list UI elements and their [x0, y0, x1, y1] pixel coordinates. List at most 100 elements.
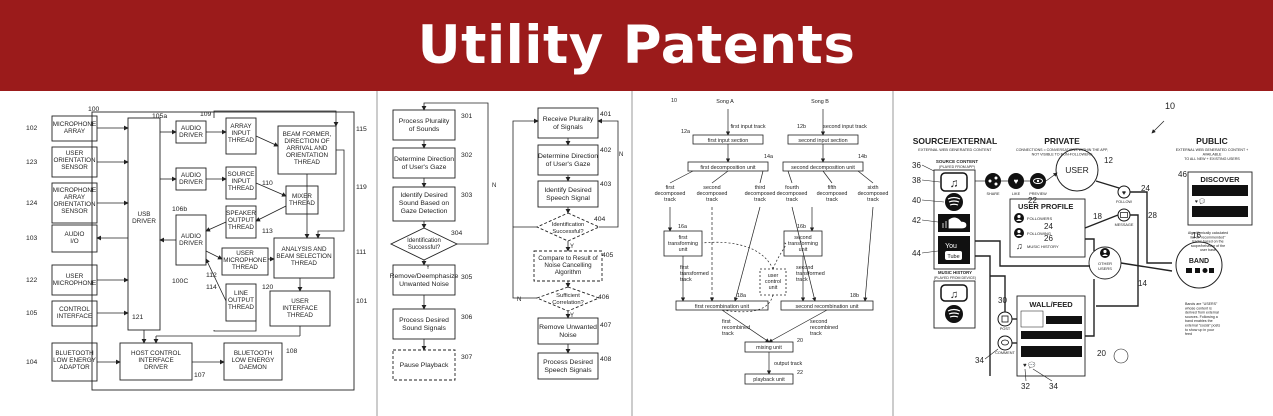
svg-text:10: 10 — [1165, 101, 1175, 111]
header-public: PUBLIC — [1196, 136, 1228, 146]
fourth-decomposed-track: fourthdecomposedtrack — [777, 185, 808, 203]
music-history-label: MUSIC HISTORY — [938, 270, 972, 275]
svg-text:405: 405 — [602, 252, 614, 259]
svg-text:302: 302 — [461, 152, 473, 159]
user-label: USER — [1065, 165, 1089, 175]
svg-text:301: 301 — [461, 113, 473, 120]
step-remove-unwanted: Remove UnwantedNoise — [539, 324, 597, 339]
patent-figures: MICROPHONEARRAY USERORIENTATIONSENSOR MI… — [0, 91, 1273, 416]
svg-text:22: 22 — [1028, 196, 1037, 205]
first-decomposed-track: firstdecomposedtrack — [655, 185, 686, 203]
svg-text:105a: 105a — [152, 113, 167, 120]
svg-text:14b: 14b — [858, 154, 867, 160]
step-receive-plurality: Receive Pluralityof Signals — [543, 116, 594, 131]
svg-text:110: 110 — [262, 180, 273, 187]
svg-text:113: 113 — [262, 228, 273, 235]
panel-track-decomposition: Song A Song B first input track second i… — [655, 98, 889, 384]
header-private: PRIVATE — [1044, 136, 1080, 146]
svg-text:16a: 16a — [678, 224, 687, 230]
panel-gaze-flowcharts: Process Pluralityof Sounds Determine Dir… — [390, 103, 624, 380]
svg-text:401: 401 — [600, 111, 612, 118]
svg-text:12: 12 — [1104, 156, 1113, 165]
box-audio-driver-3: AUDIODRIVER — [179, 233, 203, 247]
svg-text:46: 46 — [1178, 170, 1187, 179]
second-decomposed-track: seconddecomposedtrack — [697, 185, 728, 203]
svg-text:404: 404 — [594, 216, 606, 223]
discover-feed-items: ♥ 💬 — [1192, 185, 1248, 217]
first-recombination-unit: first recombination unit — [695, 304, 750, 310]
svg-text:101: 101 — [356, 298, 368, 305]
message-label: MESSAGE — [1115, 223, 1134, 227]
step-process-plurality: Process Pluralityof Sounds — [399, 118, 450, 133]
message-icon — [1118, 209, 1130, 221]
svg-text:12a: 12a — [681, 129, 690, 135]
svg-text:♥ 💬: ♥ 💬 — [1195, 198, 1206, 205]
svg-text:Y: Y — [570, 313, 574, 319]
box-user-orientation: USERORIENTATIONSENSOR — [53, 150, 96, 171]
svg-text:108: 108 — [286, 348, 298, 355]
box-control-interface: CONTROLINTERFACE — [57, 306, 92, 320]
svg-text:124: 124 — [26, 200, 38, 207]
source-external-subtitle: EXTERNAL WEB GENERATED CONTENT — [918, 148, 992, 152]
second-recombination-unit: second recombination unit — [796, 304, 859, 310]
svg-text:115: 115 — [356, 126, 367, 133]
first-transforming-unit: firsttransformingunit — [668, 235, 698, 253]
svg-text:Y: Y — [570, 244, 574, 250]
svg-text:32: 32 — [1021, 382, 1030, 391]
box-array-input-thread: ARRAYINPUTTHREAD — [228, 123, 254, 144]
share-icon — [985, 173, 1001, 189]
step-determine-direction-2: Determine Directionof User's Gaze — [538, 153, 598, 168]
box-user-microphone: USERMICROPHONE — [53, 273, 96, 287]
svg-text:305: 305 — [461, 274, 473, 281]
panel-audio-block-diagram: MICROPHONEARRAY USERORIENTATIONSENSOR MI… — [26, 106, 368, 390]
second-input-track-label: second input track — [823, 124, 867, 130]
sixth-decomposed-track: sixthdecomposedtrack — [858, 185, 889, 203]
title-banner: Utility Patents — [0, 0, 1273, 91]
song-a-label: Song A — [716, 99, 734, 105]
music-history-small-icon: ♫ — [1016, 241, 1023, 251]
svg-text:106b: 106b — [172, 206, 187, 213]
svg-text:♥: ♥ — [1122, 190, 1126, 197]
box-bluetooth-daemon: BLUETOOTHLOW ENERGYDAEMON — [232, 350, 275, 371]
svg-text:firsttransformedtrack: firsttransformedtrack — [680, 265, 709, 283]
box-mic-array-orientation: MICROPHONEARRAYORIENTATIONSENSOR — [53, 187, 96, 215]
svg-text:407: 407 — [600, 322, 612, 329]
band-note: Bands are "USERS"whose content isderived… — [1185, 302, 1220, 336]
decision-identification-2: IdentificationSuccessful? — [552, 222, 585, 235]
svg-text:105: 105 — [26, 310, 38, 317]
second-transforming-unit: secondtransformingunit — [788, 235, 818, 253]
music-history-small-label: MUSIC HISTORY — [1027, 244, 1059, 249]
feed-items: ♥ 💬 — [1021, 311, 1082, 369]
box-audio-driver-2: AUDIODRIVER — [179, 172, 203, 186]
follow-label: FOLLOW — [1116, 200, 1132, 204]
svg-text:output track: output track — [774, 361, 802, 367]
box-source-input-thread: SOURCEINPUTTHREAD — [228, 171, 255, 192]
svg-text:12b: 12b — [797, 124, 806, 130]
source-content-label: SOURCE CONTENT — [936, 159, 979, 164]
discover-note: Algorithmically calculatedlist of "recom… — [1188, 231, 1228, 252]
svg-text:34: 34 — [1049, 382, 1058, 391]
banner-title: Utility Patents — [418, 15, 856, 76]
box-usb-driver: USBDRIVER — [132, 211, 156, 225]
svg-text:firstrecombinedtrack: firstrecombinedtrack — [722, 319, 750, 337]
svg-text:18a: 18a — [737, 293, 746, 299]
svg-text:♥: ♥ — [1014, 177, 1019, 186]
svg-text:408: 408 — [600, 356, 612, 363]
mixing-unit: mixing unit — [756, 345, 782, 351]
wall-feed-title: WALL/FEED — [1029, 300, 1073, 309]
like-icon: ♥ — [1008, 173, 1024, 189]
decision-identification-1: IdentificationSuccessful? — [407, 238, 441, 251]
svg-text:18: 18 — [1093, 212, 1102, 221]
following-icon — [1014, 228, 1024, 238]
followers-label: FOLLOWERS — [1027, 216, 1052, 221]
svg-text:10: 10 — [671, 98, 677, 104]
other-users-icon — [1100, 248, 1110, 258]
comment-label: COMMENT — [995, 351, 1015, 355]
public-subtitle: EXTERNAL WEB GENERATED CONTENT +AVAILABL… — [1176, 148, 1249, 161]
step-remove-deemphasize: Remove/DeemphasizeUnwanted Noise — [390, 273, 459, 288]
svg-text:406: 406 — [598, 294, 610, 301]
svg-text:N: N — [517, 297, 521, 303]
svg-text:100: 100 — [88, 106, 100, 113]
youtube-icon: YouTube — [938, 236, 970, 264]
svg-text:100C: 100C — [172, 278, 188, 285]
